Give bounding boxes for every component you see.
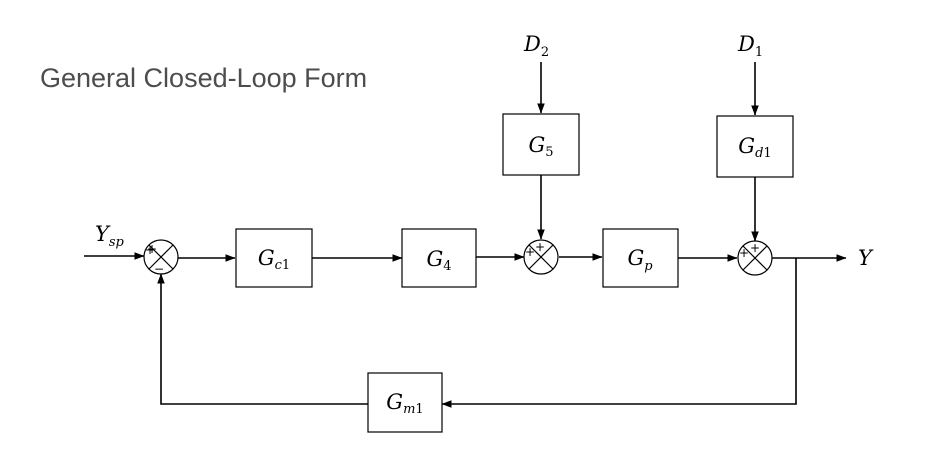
- label-output: Y: [858, 246, 874, 270]
- comparator-top-sign: +: [145, 243, 155, 257]
- svg-text:Gd1: Gd1: [738, 134, 771, 161]
- sum-right-top-sign: +: [750, 241, 760, 255]
- summing-junction-right: + +: [737, 240, 773, 276]
- block-gm1: Gm1: [367, 372, 443, 433]
- sum-middle-top-sign: +: [535, 240, 545, 254]
- block-g5: G5: [502, 113, 580, 176]
- page-title: General Closed-Loop Form: [40, 63, 368, 93]
- comparator-left-sign: +: [147, 242, 157, 256]
- label-d1: D1: [737, 32, 763, 60]
- svg-text:G4: G4: [426, 247, 451, 274]
- svg-text:Gp: Gp: [627, 246, 653, 274]
- svg-text:Gm1: Gm1: [386, 390, 423, 417]
- sum-right-left-sign: +: [739, 246, 749, 260]
- wire-gm1-to-comparator: [157, 273, 368, 405]
- signal-wires: [84, 62, 847, 408]
- block-gc1: Gc1: [235, 228, 313, 288]
- svg-text:G5: G5: [528, 133, 553, 160]
- sum-middle-left-sign: +: [525, 245, 535, 259]
- comparator-bottom-sign: −: [154, 262, 164, 276]
- label-d2: D2: [523, 32, 549, 60]
- summing-junction-middle: + +: [523, 239, 559, 275]
- block-gd1: Gd1: [716, 115, 794, 178]
- summing-junction-comparator: + + −: [143, 239, 179, 276]
- block-gp: Gp: [602, 228, 679, 288]
- block-g4: G4: [401, 228, 477, 288]
- svg-text:Gc1: Gc1: [258, 246, 290, 273]
- wire-output-to-gm1: [441, 258, 797, 408]
- label-setpoint: Ysp: [95, 222, 125, 250]
